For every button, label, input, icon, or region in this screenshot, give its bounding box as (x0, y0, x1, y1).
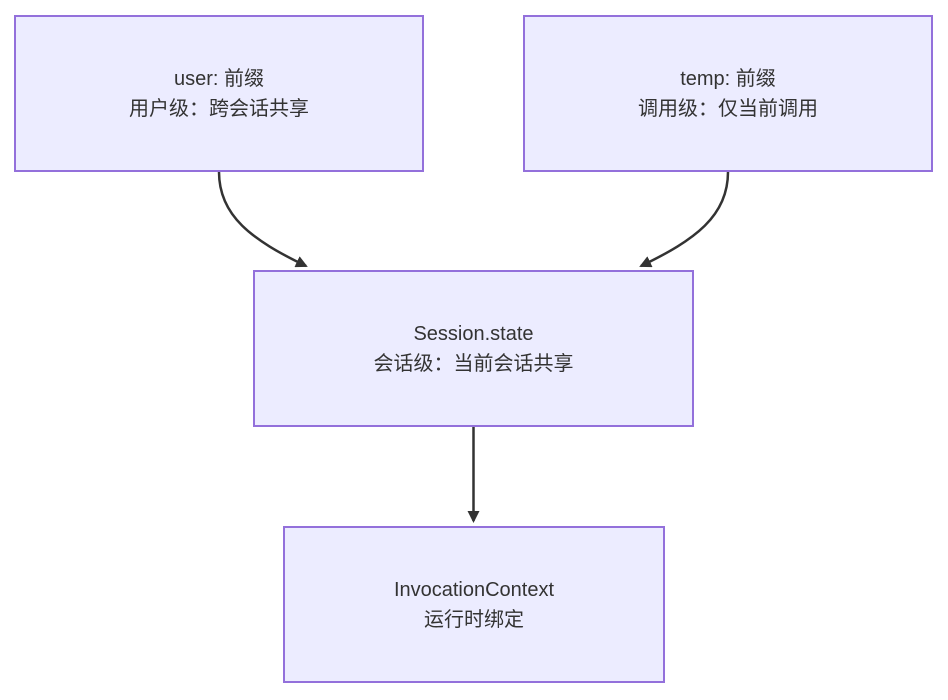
node-invocation-context: InvocationContext 运行时绑定 (283, 526, 665, 683)
node-label: user: 前缀 用户级：跨会话共享 (129, 64, 309, 124)
node-label-line1: temp: 前缀 (680, 67, 776, 90)
node-label-line2: 会话级：当前会话共享 (373, 352, 574, 375)
node-label-line2: 调用级：仅当前调用 (638, 97, 818, 120)
edge-temp-to-session (639, 171, 730, 268)
node-label-line2: 用户级：跨会话共享 (129, 97, 309, 120)
node-label: InvocationContext 运行时绑定 (394, 575, 554, 635)
edge-user-to-session (217, 171, 308, 268)
node-label: Session.state 会话级：当前会话共享 (374, 319, 574, 379)
node-label-line1: InvocationContext (393, 578, 555, 601)
node-label: temp: 前缀 调用级：仅当前调用 (638, 64, 818, 124)
node-session-state: Session.state 会话级：当前会话共享 (253, 270, 694, 427)
node-label-line1: user: 前缀 (173, 67, 265, 90)
node-label-line1: Session.state (413, 322, 534, 345)
node-temp-prefix: temp: 前缀 调用级：仅当前调用 (523, 15, 933, 172)
node-label-line2: 运行时绑定 (423, 608, 524, 631)
node-user-prefix: user: 前缀 用户级：跨会话共享 (14, 15, 424, 172)
